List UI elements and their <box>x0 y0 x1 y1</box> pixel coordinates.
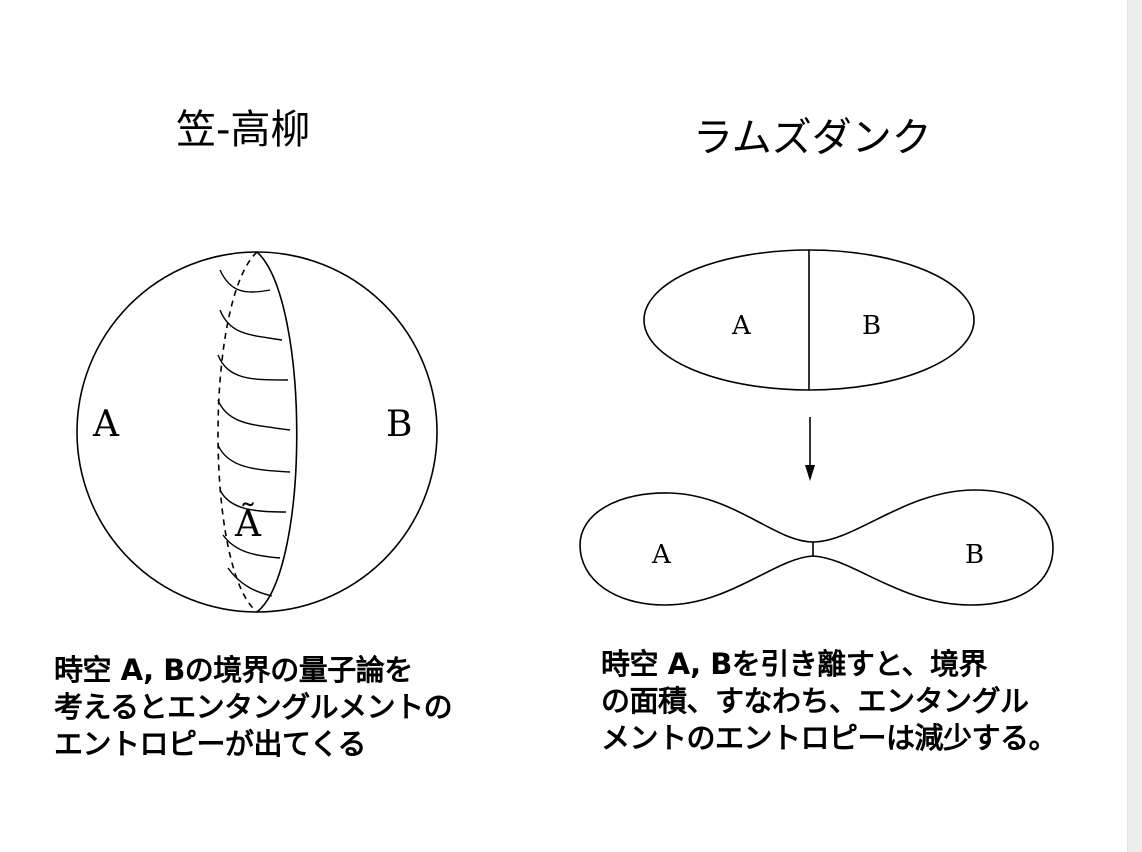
sphere-diagram: A B Ã <box>76 251 438 613</box>
label-b: B <box>386 404 412 445</box>
top-label-a: A <box>731 311 752 341</box>
label-a-tilde: Ã <box>234 503 262 545</box>
dumbbell-outline <box>579 489 1054 606</box>
dumbbell-diagram: A B <box>579 489 1054 606</box>
right-caption: 時空 A, Bを引き離すと、境界 の面積、すなわち、エンタングル メントのエント… <box>601 647 1058 755</box>
left-caption: 時空 A, Bの境界の量子論を 考えるとエンタングルメントの エントロピーが出て… <box>54 653 453 761</box>
right-title: ラムズダンク <box>693 115 932 161</box>
sphere-outline <box>76 251 438 613</box>
down-arrow <box>805 417 815 481</box>
bottom-label-a: A <box>651 540 672 570</box>
arrow-head <box>805 465 815 481</box>
disk-boundary-back <box>217 251 258 613</box>
disk-boundary-front <box>256 251 298 613</box>
left-title: 笠-高柳 <box>176 107 311 153</box>
label-a: A <box>92 404 120 445</box>
scrollbar-track[interactable] <box>1127 0 1142 852</box>
minimal-surface-hatching <box>217 269 291 597</box>
bottom-label-b: B <box>965 540 984 570</box>
ellipse-diagram: A B <box>643 249 975 391</box>
top-label-b: B <box>862 311 881 341</box>
